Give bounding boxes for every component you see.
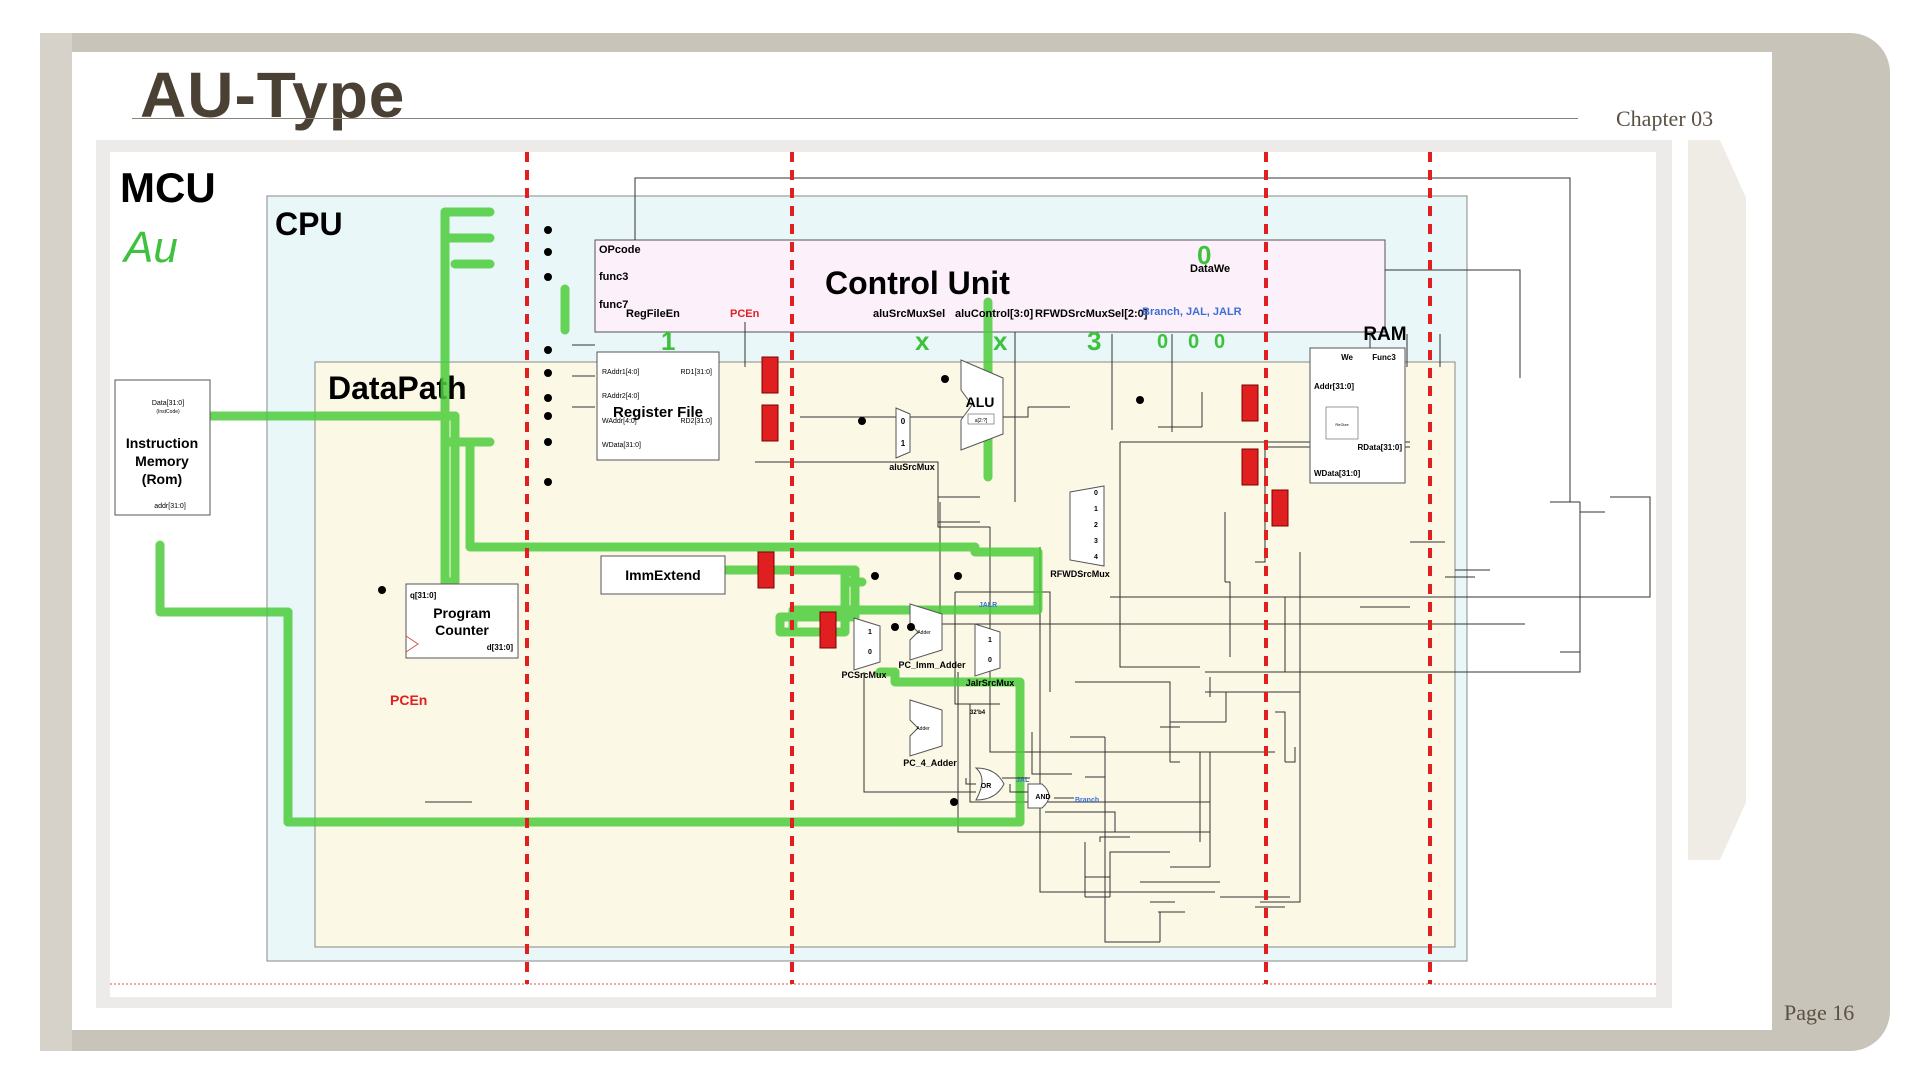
- cu-out-pcen: PCEn: [730, 308, 760, 320]
- alusrcmux-in0: 0: [901, 417, 906, 426]
- imem-label-line2: Memory: [135, 453, 189, 469]
- or-gate-label: OR: [981, 783, 992, 790]
- pipe-reg-rd1: [762, 357, 778, 393]
- imem-label-line1: Instruction: [126, 435, 198, 451]
- cu-out-alusrcmuxsel: aluSrcMuxSel: [873, 308, 945, 320]
- pc-pcen: PCEn: [390, 692, 427, 708]
- ram-addr: Addr[31:0]: [1314, 382, 1354, 391]
- title-rule: [132, 118, 1578, 119]
- ram-rdata: RData[31:0]: [1358, 443, 1403, 452]
- and-gate-label: AND: [1035, 794, 1050, 801]
- jalrsrcmux-shape: [975, 624, 1000, 676]
- cu-out-regfileen: RegFileEn: [626, 308, 680, 320]
- imem-addr-port: addr[31:0]: [154, 503, 186, 510]
- mcu-label: MCU: [120, 164, 216, 211]
- rf-raddr1: RAddr1[4:0]: [602, 369, 639, 376]
- gate-branch-label: Branch: [1075, 797, 1099, 804]
- pipe-reg-imm: [758, 552, 774, 588]
- annot-rfwd: 3: [1087, 326, 1101, 356]
- jalrsrcmux-jalr: JALR: [979, 602, 997, 609]
- slide-chevron-decoration: [1688, 140, 1746, 860]
- slide-left-bar: [40, 33, 72, 1051]
- au-annotation: Au: [121, 223, 178, 272]
- pc-imm-adder-inner: Adder: [917, 630, 931, 636]
- rf-raddr2: RAddr2[4:0]: [602, 393, 639, 400]
- alusrcmux-shape: [896, 408, 910, 458]
- pipe-reg-pc: [820, 612, 836, 648]
- rfwd-in4: 4: [1094, 554, 1098, 561]
- pc-label-line2: Counter: [435, 622, 489, 638]
- alu-label: ALU: [966, 394, 995, 410]
- pc-4-adder-inner: Adder: [916, 726, 930, 732]
- annot-jal: 0: [1188, 331, 1199, 353]
- rfwdsrcmux-shape: [1070, 486, 1104, 566]
- rfwd-in1: 1: [1094, 506, 1098, 513]
- rfwd-in0: 0: [1094, 490, 1098, 497]
- alusrcmux-label: aluSrcMux: [889, 462, 935, 472]
- jalrsrcmux-label: JalrSrcMux: [966, 678, 1015, 688]
- rf-rd2: RD2[31:0]: [680, 418, 712, 425]
- ram-wdata: WData[31:0]: [1314, 469, 1361, 478]
- pcsrcmux-in0: 0: [868, 649, 872, 656]
- alu-inner: a[2:?]: [975, 418, 988, 424]
- ram-func3: Func3: [1372, 353, 1396, 362]
- annot-datawe: 0: [1197, 240, 1211, 270]
- pc-4-adder-label: PC_4_Adder: [903, 758, 957, 768]
- slide-title: AU-Type: [140, 58, 405, 132]
- pcsrcmux-shape: [854, 618, 880, 670]
- cu-input-func7: func7: [599, 299, 628, 311]
- rfwd-in2: 2: [1094, 522, 1098, 529]
- cu-out-branch: Branch, JAL, JALR: [1142, 306, 1242, 318]
- pipe-reg-wdata: [1242, 449, 1258, 485]
- annot-alucontrol: x: [993, 326, 1008, 356]
- pc-q: q[31:0]: [410, 591, 437, 600]
- jalrsrcmux-in1: 1: [988, 637, 992, 644]
- imem-label-line3: (Rom): [142, 471, 182, 487]
- rf-waddr: WAddr[4:0]: [602, 418, 637, 425]
- control-unit-title: Control Unit: [825, 265, 1010, 301]
- annot-branch: 0: [1157, 331, 1168, 353]
- rfwd-in3: 3: [1094, 538, 1098, 545]
- pipe-reg-rdata: [1272, 490, 1288, 526]
- imem-data-sub: (InstCode): [156, 409, 180, 415]
- rf-wdata: WData[31:0]: [602, 442, 641, 449]
- imem-data-port: Data[31:0]: [152, 400, 184, 407]
- cu-input-func3: func3: [599, 271, 628, 283]
- annot-jalr: 0: [1214, 331, 1225, 353]
- ram-we: We: [1341, 353, 1353, 362]
- pipe-reg-rd2: [762, 405, 778, 441]
- pipe-reg-alu: [1242, 385, 1258, 421]
- mcu-block-diagram: MCU Au CPU DataPath: [110, 152, 1666, 1002]
- cu-input-opcode: OPcode: [599, 244, 641, 256]
- cpu-label: CPU: [275, 206, 343, 242]
- pc-4-adder-const: 32'b4: [970, 710, 986, 716]
- ram-title: RAM: [1363, 324, 1406, 345]
- pc-label-line1: Program: [433, 605, 491, 621]
- pc-d: d[31:0]: [487, 643, 514, 652]
- ram-inner: ReGize: [1335, 422, 1349, 427]
- pcsrcmux-in1: 1: [868, 629, 872, 636]
- rf-rd1: RD1[31:0]: [680, 369, 712, 376]
- annot-alusrc: x: [915, 326, 930, 356]
- rfwdsrcmux-label: RFWDSrcMux: [1050, 569, 1110, 579]
- page-number: Page 16: [1784, 1000, 1854, 1026]
- pc-imm-adder-label: PC_Imm_Adder: [898, 660, 966, 670]
- chapter-label: Chapter 03: [1616, 106, 1713, 132]
- alusrcmux-in1: 1: [901, 439, 906, 448]
- cu-out-alucontrol: aluControl[3:0]: [955, 308, 1034, 320]
- jalrsrcmux-in0: 0: [988, 657, 992, 664]
- cu-out-rfwdsrcmuxsel: RFWDSrcMuxSel[2:0]: [1035, 308, 1148, 320]
- imm-extend-label: ImmExtend: [625, 567, 700, 583]
